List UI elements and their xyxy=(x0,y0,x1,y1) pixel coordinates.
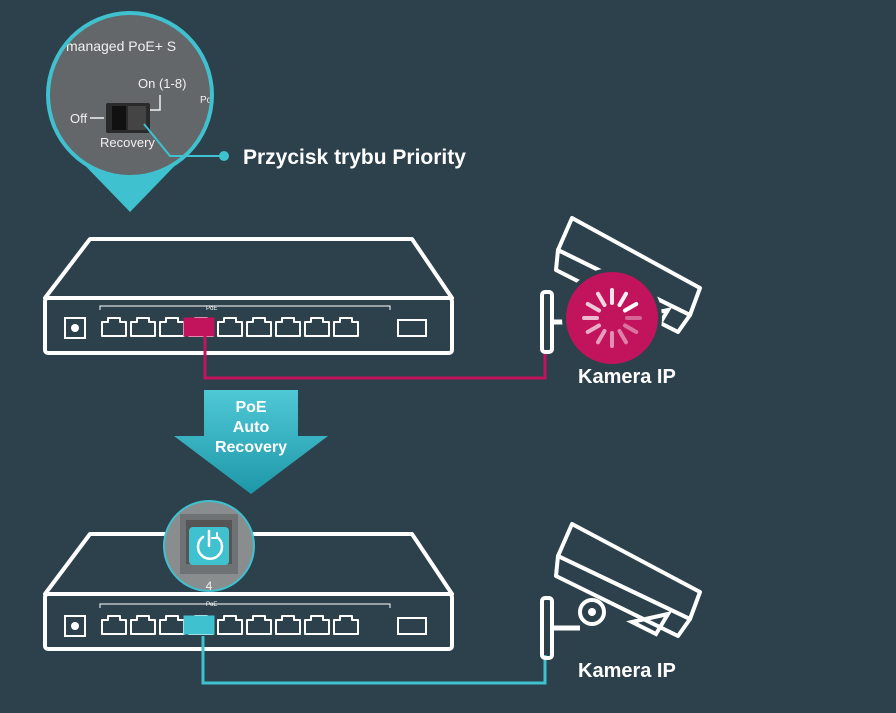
switch-on-label: On (1-8) xyxy=(138,76,186,91)
bottom-camera xyxy=(540,522,702,660)
top-port-row xyxy=(64,305,427,339)
bottom-port-6 xyxy=(246,615,272,635)
spinner-spoke xyxy=(622,302,639,313)
bottom-port-8 xyxy=(304,615,330,635)
bottom-sfp-port xyxy=(397,617,427,635)
top-port-1 xyxy=(101,317,127,337)
arrow-line-2: Auto xyxy=(233,419,270,436)
spinner-spoke xyxy=(622,323,639,334)
spinner-spoke xyxy=(617,291,628,308)
spinner-spoke xyxy=(585,323,602,334)
arrow-line-1: PoE xyxy=(235,399,266,416)
top-poe-label: PoE xyxy=(206,306,217,312)
port-number: 4 xyxy=(206,579,213,593)
top-port-7 xyxy=(275,317,301,337)
bottom-teal-cable xyxy=(201,636,547,685)
bottom-port-9 xyxy=(333,615,359,635)
switch-recovery-label: Recovery xyxy=(100,135,155,150)
port-zoom-circle: 4 xyxy=(163,500,255,593)
priority-switch-callout: managed PoE+ S On (1-8) Po Off Recovery xyxy=(46,11,229,212)
top-switch: PoE xyxy=(43,237,454,355)
spinner-spokes xyxy=(582,288,642,348)
top-port-9 xyxy=(333,317,359,337)
bottom-switch: PoE xyxy=(43,532,454,651)
bottom-port-3 xyxy=(159,615,185,635)
switch-po-label: Po xyxy=(200,95,213,106)
spinner-spoke xyxy=(585,302,602,313)
bottom-port-5 xyxy=(217,615,243,635)
top-active-port xyxy=(183,317,215,337)
top-port-2 xyxy=(130,317,156,337)
bottom-camera-label: Kamera IP xyxy=(578,660,676,682)
spinner-spoke xyxy=(596,291,607,308)
bottom-port-row xyxy=(64,603,427,637)
bottom-poe-label: PoE xyxy=(206,602,217,608)
top-port-8 xyxy=(304,317,330,337)
top-port-5 xyxy=(217,317,243,337)
bottom-port-1 xyxy=(101,615,127,635)
top-magenta-cable xyxy=(203,334,547,380)
top-sfp-port xyxy=(397,319,427,337)
switch-off-label: Off xyxy=(70,111,87,126)
spinner-spoke xyxy=(617,328,628,345)
bottom-console-port xyxy=(64,615,86,637)
zoom-title: managed PoE+ S xyxy=(66,38,176,54)
loading-spinner-icon xyxy=(562,268,662,368)
top-port-6 xyxy=(246,317,272,337)
spinner-spoke xyxy=(596,328,607,345)
top-camera xyxy=(540,216,702,368)
arrow-line-3: Recovery xyxy=(215,439,287,456)
priority-button-label: Przycisk trybu Priority xyxy=(243,146,466,169)
top-console-port xyxy=(64,317,86,339)
callout-leader-line xyxy=(143,123,224,157)
poe-auto-recovery-arrow: PoE Auto Recovery xyxy=(174,390,328,494)
top-port-3 xyxy=(159,317,185,337)
power-recovery-icon xyxy=(196,529,224,560)
bottom-port-7 xyxy=(275,615,301,635)
bottom-active-port xyxy=(183,615,215,635)
top-camera-label: Kamera IP xyxy=(578,366,676,388)
callout-dot xyxy=(219,151,229,161)
bottom-port-2 xyxy=(130,615,156,635)
